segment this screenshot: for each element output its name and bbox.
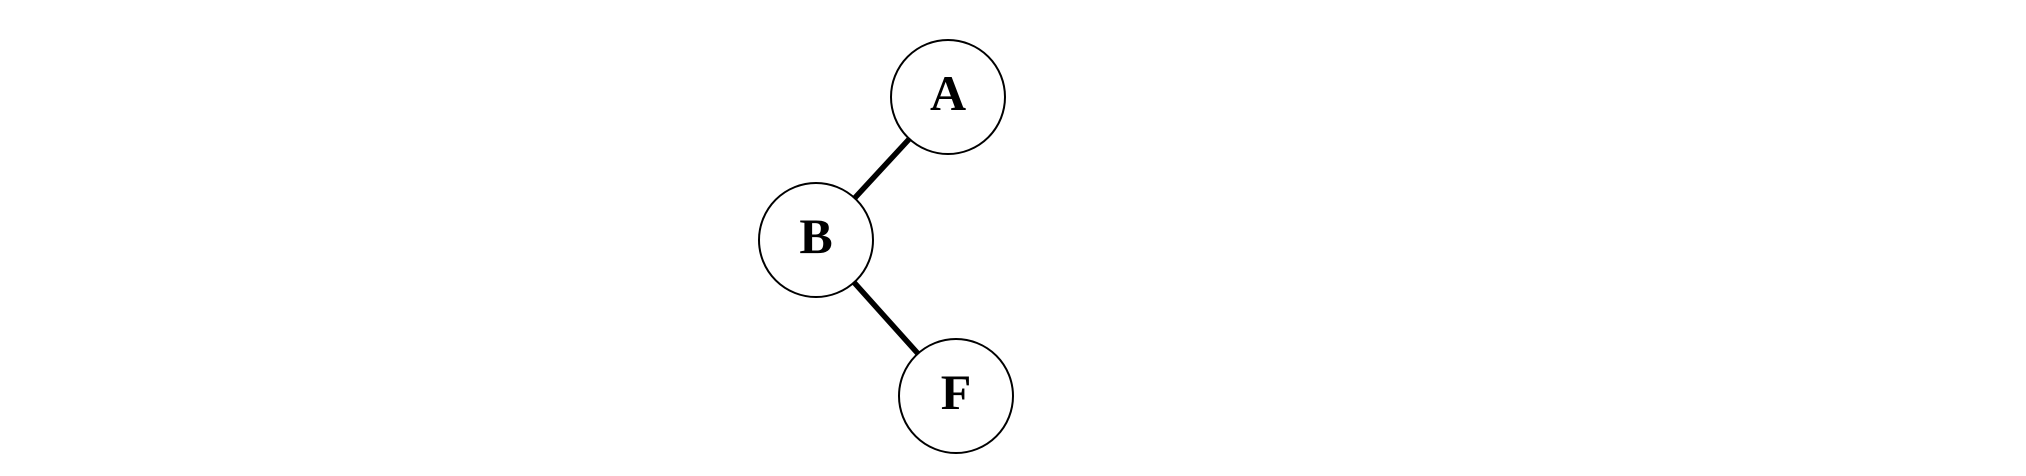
node-B: B xyxy=(758,182,874,298)
nodes-layer: A B F xyxy=(758,39,1014,454)
node-A: A xyxy=(890,39,1006,155)
node-circle-F xyxy=(898,338,1014,454)
node-circle-A xyxy=(890,39,1006,155)
node-label-F: F xyxy=(941,364,972,420)
node-label-A: A xyxy=(930,65,966,121)
node-F: F xyxy=(898,338,1014,454)
node-label-B: B xyxy=(799,208,832,264)
node-circle-B xyxy=(758,182,874,298)
